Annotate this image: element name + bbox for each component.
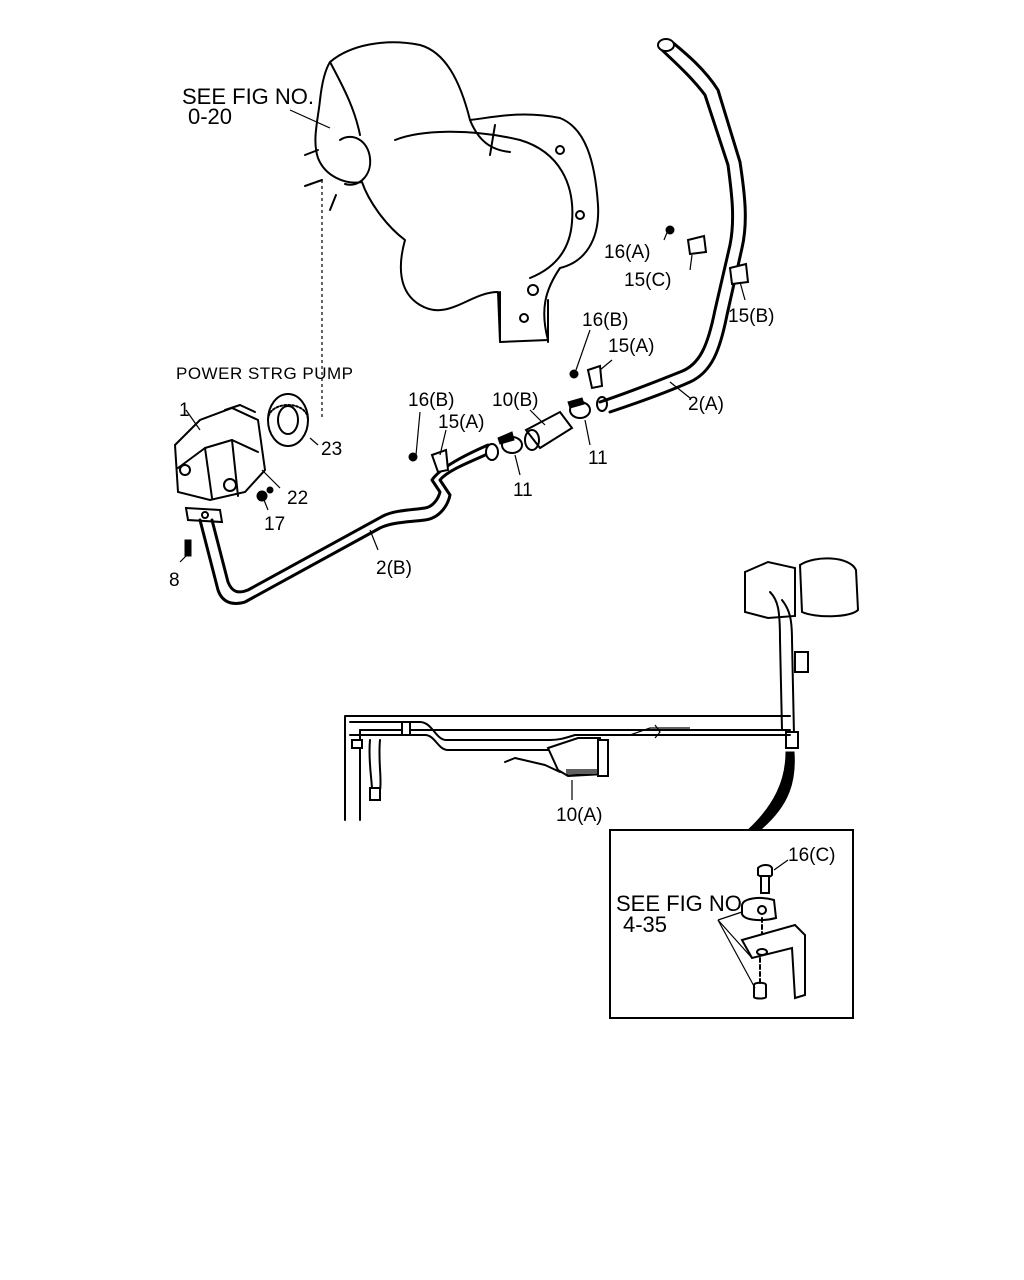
hose-10b-fitting [524,410,574,451]
callout-2a: 2(A) [688,394,724,415]
inset-bracket [740,917,806,1000]
reservoir-bracket [744,557,860,749]
callout-15c: 15(C) [624,270,672,291]
leader-lines [179,229,746,563]
top-reference-leader [289,109,331,420]
top-reference-line1: SEE FIG NO. [182,84,314,109]
inset-pointer [746,751,795,831]
inset-bolt-16c [757,859,789,894]
return-line [349,721,791,801]
clamp-11-right [567,396,608,419]
inset-leader-lines [717,911,756,989]
callout-1: 1 [179,400,190,421]
callout-10a: 10(A) [556,805,602,826]
callout-15a-right: 15(A) [608,336,654,357]
clip-15a-left [408,448,450,474]
callout-10b: 10(B) [492,390,538,411]
power-steering-pump [173,404,267,502]
callout-11-right: 11 [588,448,608,469]
callout-23: 23 [321,439,342,460]
clip-15a-right [569,364,604,390]
inset-box [609,829,854,1019]
callout-16b-left: 16(B) [408,390,454,411]
inset-reference-line2: 4-35 [623,912,667,937]
callout-8: 8 [169,570,180,591]
inset-clip [741,897,778,922]
pump-flange [184,506,224,524]
callout-15b: 15(B) [728,306,774,327]
callout-16a: 16(A) [604,242,650,263]
pump-title: POWER STRG PUMP [176,364,354,383]
callout-22: 22 [287,488,308,509]
callout-11-left: 11 [513,480,533,501]
callout-16c: 16(C) [788,845,836,866]
clip-15c [665,225,708,256]
callout-16b-right: 16(B) [582,310,628,331]
clip-15b [728,262,750,286]
callout-15a-left: 15(A) [438,412,484,433]
top-reference-line2: 0-20 [188,104,232,129]
bolt-8 [184,539,192,557]
callout-17: 17 [264,514,285,535]
clamp-11-left [497,431,523,454]
callout-2b: 2(B) [376,558,412,579]
cooler-10a [504,737,609,778]
nut-17-22 [256,486,274,502]
pump-gear [267,393,309,447]
flywheel-housing [304,41,600,343]
inset-reference-line1: SEE FIG NO. [616,891,748,916]
